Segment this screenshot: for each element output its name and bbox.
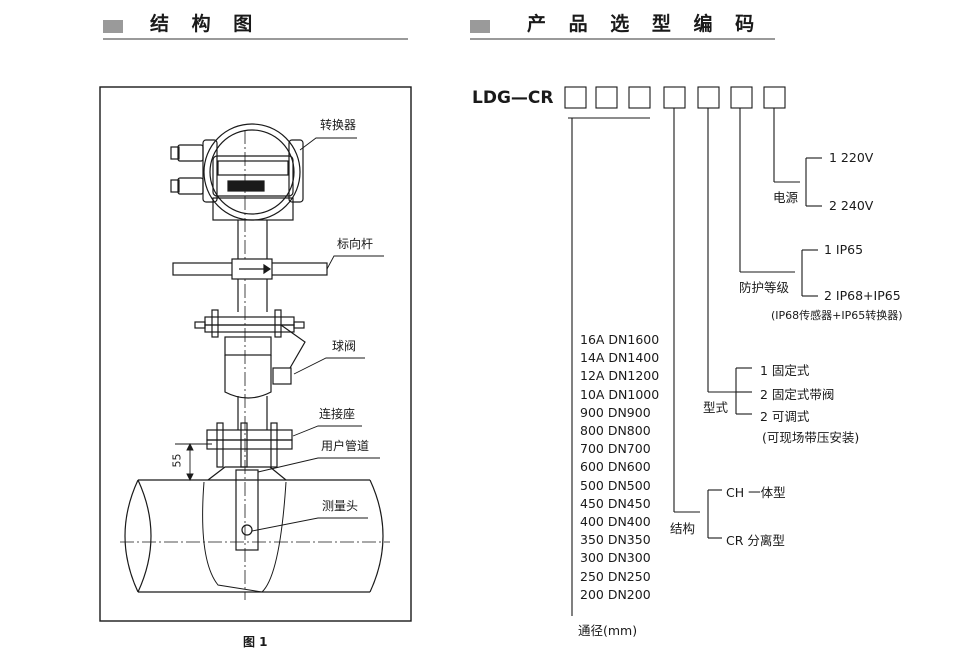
- diameter-item: 10A DN1000: [580, 386, 660, 402]
- label-user-pipe: 用户管道: [321, 439, 370, 453]
- diameter-item: 500 DN500: [580, 477, 651, 493]
- leader-converter: [299, 137, 357, 151]
- code-box: [564, 86, 587, 109]
- structure-label: 结构: [670, 521, 696, 536]
- code-box: [730, 86, 753, 109]
- code-box: [697, 86, 720, 109]
- label-connection-seat: 连接座: [319, 407, 356, 421]
- structure-option-1: CH 一体型: [726, 485, 786, 500]
- code-box: [663, 86, 686, 109]
- structure-title-rule: [103, 38, 408, 40]
- diameter-item: 200 DN200: [580, 586, 651, 602]
- diameter-item: 12A DN1200: [580, 368, 660, 384]
- power-option-2: 2 240V: [829, 198, 874, 213]
- diameter-list: 16A DN1600 14A DN1400 12A DN1200 10A DN1…: [580, 331, 659, 604]
- label-ball-valve: 球阀: [332, 339, 357, 353]
- dimension-55: [175, 442, 212, 482]
- diameter-item: 250 DN250: [580, 568, 651, 584]
- leader-connection-seat: [292, 425, 362, 437]
- label-probe: 测量头: [322, 499, 359, 513]
- model-title-rule: [470, 38, 775, 40]
- diameter-item: 14A DN1400: [580, 350, 660, 366]
- upper-flange: [194, 309, 305, 338]
- diameter-item: 900 DN900: [580, 404, 651, 420]
- diameter-item: 600 DN600: [580, 459, 651, 475]
- structure-title: 结 构 图: [150, 13, 261, 35]
- protection-label: 防护等级: [739, 280, 790, 295]
- figure-caption: 图 1: [243, 635, 268, 649]
- diameter-label: 通径(mm): [578, 623, 638, 638]
- leader-ball-valve: [293, 357, 365, 375]
- protection-note: (IP68传感器+IP65转换器): [771, 309, 903, 322]
- connection-flange: [206, 422, 293, 468]
- section-marker: [103, 20, 123, 33]
- diameter-item: 400 DN400: [580, 514, 651, 530]
- model-title: 产 品 选 型 编 码: [527, 13, 763, 35]
- type-option-2: 2 固定式带阀: [760, 387, 835, 402]
- structure-option-2: CR 分离型: [726, 533, 785, 548]
- leader-probe: [251, 517, 368, 532]
- code-box: [628, 86, 651, 109]
- diameter-item: 16A DN1600: [580, 332, 660, 347]
- power-label: 电源: [773, 190, 799, 205]
- ball-valve: [224, 324, 306, 430]
- type-label: 型式: [703, 400, 729, 415]
- code-box: [595, 86, 618, 109]
- label-direction-rod: 标向杆: [337, 237, 374, 251]
- probe: [235, 469, 259, 551]
- diameter-item: 300 DN300: [580, 550, 651, 566]
- model-prefix: LDG—CR: [472, 88, 554, 108]
- protection-option-1: 1 IP65: [824, 242, 864, 257]
- diameter-item: 700 DN700: [580, 441, 651, 457]
- type-note: (可现场带压安装): [762, 430, 860, 445]
- label-converter: 转换器: [320, 118, 357, 132]
- converter-housing: [170, 123, 304, 221]
- type-option-3: 2 可调式: [760, 409, 810, 424]
- diameter-item: 450 DN450: [580, 495, 651, 511]
- section-marker: [470, 20, 490, 33]
- diameter-item: 800 DN800: [580, 423, 651, 439]
- leader-user-pipe: [257, 457, 380, 473]
- figure-frame: [99, 86, 412, 622]
- code-box: [763, 86, 786, 109]
- leader-direction-rod: [326, 255, 384, 270]
- type-option-1: 1 固定式: [760, 363, 810, 378]
- protection-option-2: 2 IP68+IP65: [824, 288, 901, 303]
- power-option-1: 1 220V: [829, 150, 874, 165]
- diameter-item: 350 DN350: [580, 532, 651, 548]
